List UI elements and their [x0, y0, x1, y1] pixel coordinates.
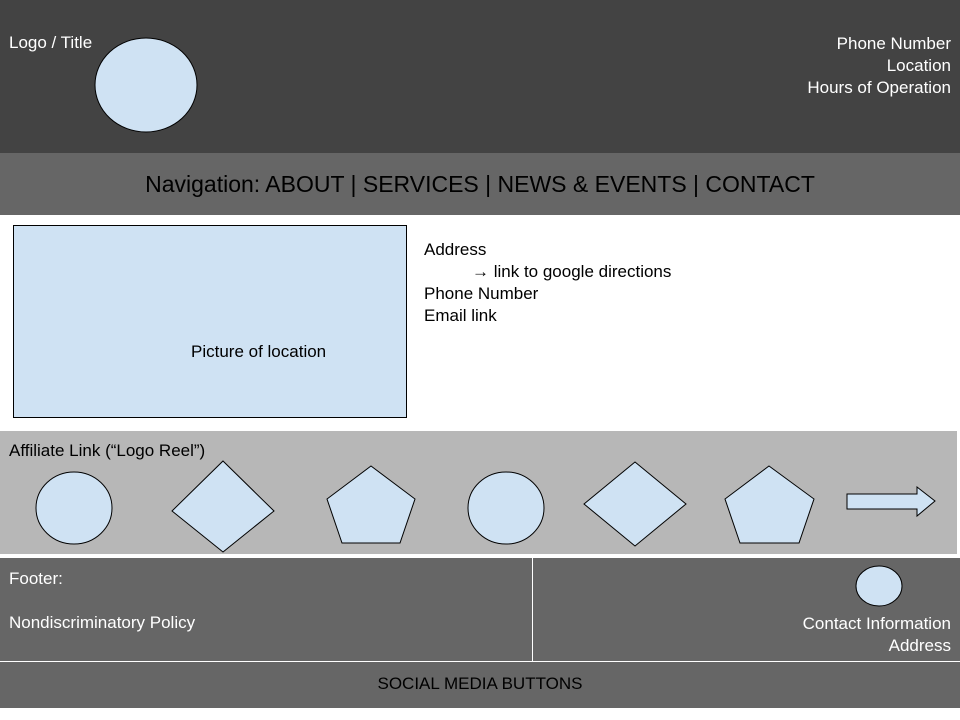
affiliate-logo-4[interactable]: [467, 471, 545, 545]
affiliate-title: Affiliate Link (“Logo Reel”): [9, 441, 206, 460]
social-bar: [0, 662, 960, 708]
next-arrow-icon[interactable]: [846, 485, 936, 518]
footer-left: [0, 558, 532, 661]
location-picture-label: Picture of location: [191, 342, 327, 361]
email-link[interactable]: Email link: [424, 306, 497, 325]
affiliate-logo-2[interactable]: [171, 460, 275, 553]
address-text: Address: [424, 240, 487, 259]
contact-block: Address → link to google directions Phon…: [424, 239, 671, 327]
footer-address: Address: [888, 636, 951, 655]
phone-text: Phone Number: [424, 284, 539, 303]
affiliate-logo-6[interactable]: [724, 465, 815, 544]
logo-placeholder[interactable]: [94, 37, 200, 135]
directions-link[interactable]: → link to google directions: [472, 262, 672, 281]
footer-contact: Contact Information Address: [803, 613, 951, 657]
affiliate-logo-1[interactable]: [35, 471, 113, 545]
header-location: Location: [886, 56, 951, 75]
navigation-links[interactable]: Navigation: ABOUT | SERVICES | NEWS & EV…: [145, 171, 815, 197]
social-media-buttons[interactable]: SOCIAL MEDIA BUTTONS: [377, 674, 583, 693]
header-info: Phone Number Location Hours of Operation: [807, 33, 951, 99]
navigation-bar: [0, 153, 960, 215]
footer-logo: [855, 565, 903, 607]
footer-label: Footer:: [9, 569, 63, 588]
logo-title[interactable]: Logo / Title: [9, 33, 93, 52]
header-phone: Phone Number: [836, 34, 951, 53]
logo-reel: [35, 460, 936, 553]
nondiscrimination-policy-link[interactable]: Nondiscriminatory Policy: [9, 613, 196, 632]
header-hours: Hours of Operation: [807, 78, 951, 97]
footer-contact-info: Contact Information: [802, 614, 951, 633]
affiliate-logo-5[interactable]: [583, 461, 687, 547]
location-picture: [13, 225, 407, 418]
affiliate-logo-3[interactable]: [326, 465, 416, 544]
